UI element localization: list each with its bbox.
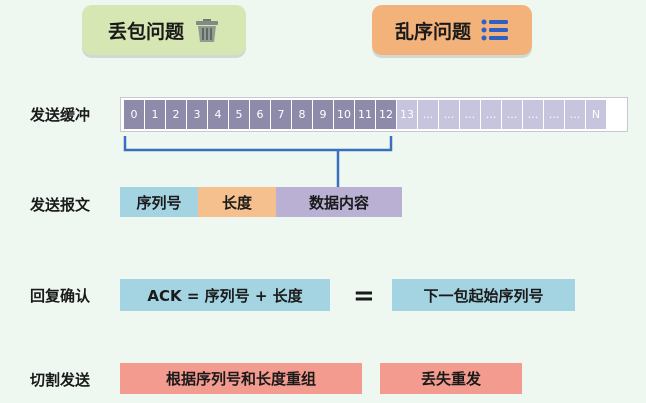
reassemble-box: 根据序列号和长度重组 (120, 363, 362, 394)
equals-sign: = (353, 281, 375, 311)
buffer-cell: 4 (208, 100, 228, 129)
next-seq-box: 下一包起始序列号 (392, 279, 575, 311)
packet-seq-field: 序列号 (120, 187, 198, 217)
buffer-cell: 1 (145, 100, 165, 129)
out-of-order-title: 乱序问题 (394, 20, 471, 43)
buffer-cell: 6 (250, 100, 270, 129)
buffer-cell: 2 (166, 100, 186, 129)
buffer-cell: ... (418, 100, 438, 129)
buffer-cell: 3 (187, 100, 207, 129)
buffer-cell: ... (523, 100, 543, 129)
buffer-cell: 10 (334, 100, 354, 129)
packet-length-field: 长度 (198, 187, 276, 217)
packet-loss-tag: 丢包问题 (82, 5, 246, 55)
buffer-cell: 7 (271, 100, 291, 129)
split-send-label: 切割发送 (30, 371, 91, 389)
buffer-cell: ... (460, 100, 480, 129)
buffer-cell: 5 (229, 100, 249, 129)
buffer-cell: 0 (124, 100, 144, 129)
ack-formula-box: ACK = 序列号 + 长度 (120, 279, 330, 311)
buffer-cell: 8 (292, 100, 312, 129)
packet-data-field: 数据内容 (276, 187, 402, 217)
ack-label: 回复确认 (30, 287, 91, 305)
out-of-order-tag: 乱序问题 (372, 5, 532, 55)
buffer-cell: 11 (355, 100, 375, 129)
buffer-cell: ... (502, 100, 522, 129)
buffer-cell: 12 (376, 100, 396, 129)
buffer-cell: ... (481, 100, 501, 129)
buffer-cell: N (586, 100, 606, 129)
list-icon (481, 18, 509, 42)
buffer-cell: ... (439, 100, 459, 129)
buffer-cell: ... (544, 100, 564, 129)
trash-can-icon (194, 16, 220, 44)
send-buffer-label: 发送缓冲 (30, 106, 91, 124)
buffer-cell: ... (565, 100, 585, 129)
buffer-cell: 13 (397, 100, 417, 129)
buffer-cell: 9 (313, 100, 333, 129)
packet-loss-title: 丢包问题 (107, 20, 184, 43)
send-packet-label: 发送报文 (30, 196, 91, 214)
retransmit-box: 丢失重发 (380, 363, 522, 394)
